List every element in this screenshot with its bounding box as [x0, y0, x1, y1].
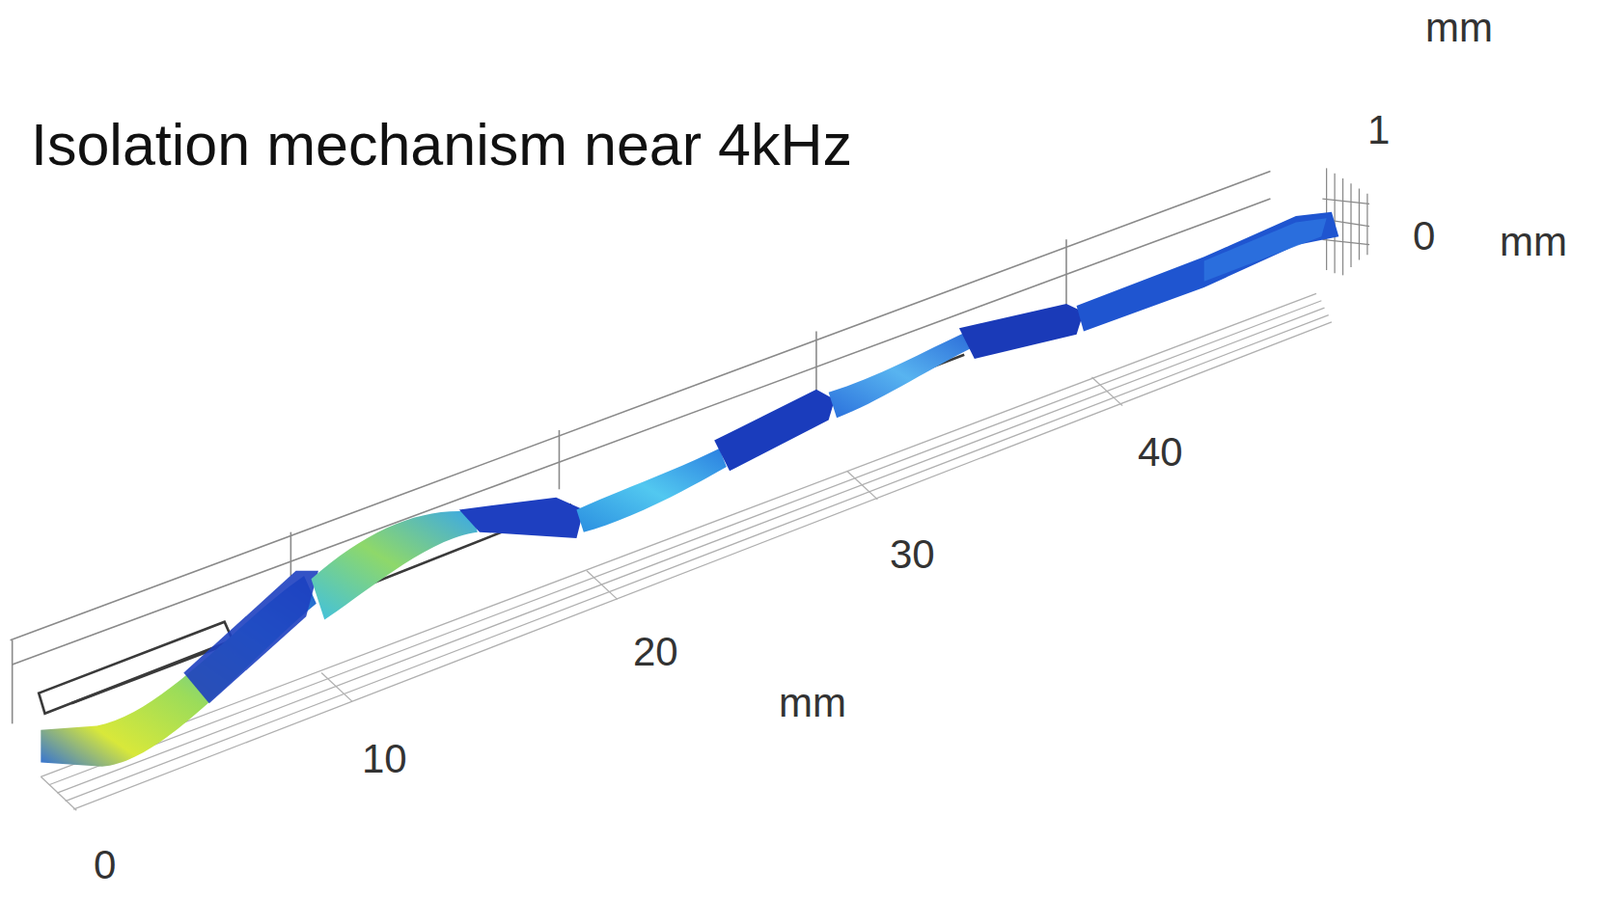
plot-title: Isolation mechanism near 4kHz: [30, 115, 853, 175]
axis-tick: 1: [1367, 110, 1390, 151]
axis-tick: 40: [1137, 432, 1184, 473]
axis-tick: 0: [1412, 216, 1435, 257]
axis-tick: 0: [93, 845, 116, 886]
axis-tick: 20: [633, 632, 679, 673]
axis-unit: mm: [778, 683, 847, 724]
axis-unit: mm: [1425, 7, 1493, 49]
axis-unit: mm: [1499, 221, 1568, 263]
axis-tick: 30: [889, 534, 936, 576]
axis-tick: 10: [361, 739, 408, 780]
